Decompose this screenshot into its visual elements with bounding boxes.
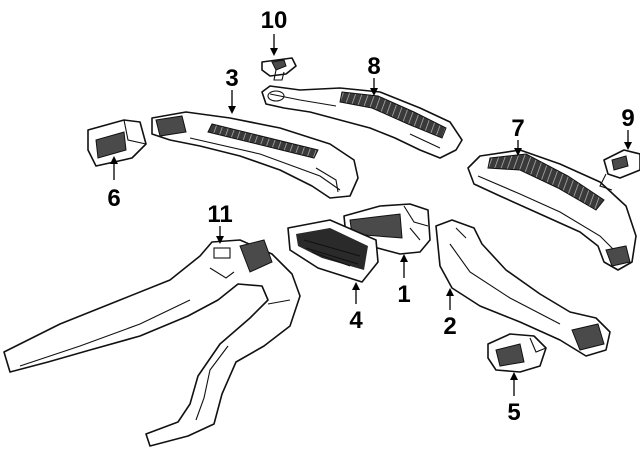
arrow-6 xyxy=(110,156,118,164)
part-3-upper-duct xyxy=(151,111,359,199)
part-2-lower-duct xyxy=(435,219,611,357)
callout-8: 8 xyxy=(367,53,380,80)
part-7-upper-duct xyxy=(467,149,637,271)
part-4-center-vent xyxy=(287,219,379,283)
callout-3: 3 xyxy=(225,65,238,92)
part-8-upper-duct xyxy=(261,85,463,159)
arrow-4 xyxy=(352,282,360,290)
arrow-2 xyxy=(446,288,454,296)
callout-5: 5 xyxy=(507,399,520,426)
part-9-clip xyxy=(599,149,640,191)
part-6-vent xyxy=(87,119,147,167)
arrow-1 xyxy=(400,254,408,262)
part-5-vent xyxy=(487,333,547,373)
callout-10: 10 xyxy=(261,7,288,34)
callout-6: 6 xyxy=(107,185,120,212)
arrow-9 xyxy=(624,142,632,150)
arrow-8 xyxy=(370,88,378,96)
part-11-floor-duct xyxy=(3,239,301,447)
callout-9: 9 xyxy=(621,105,634,132)
callout-labels: 10 3 8 6 7 9 11 1 4 2 5 xyxy=(107,7,634,426)
callout-2: 2 xyxy=(443,313,456,340)
arrow-5 xyxy=(510,372,518,380)
arrow-10 xyxy=(270,48,278,56)
callout-4: 4 xyxy=(349,307,363,334)
callout-1: 1 xyxy=(397,281,410,308)
part-10-clip xyxy=(261,57,297,81)
leader-lines xyxy=(110,34,632,396)
arrow-7 xyxy=(514,148,522,156)
callout-11: 11 xyxy=(207,201,232,228)
callout-7: 7 xyxy=(511,115,524,142)
arrow-11 xyxy=(216,236,224,244)
arrow-3 xyxy=(228,106,236,114)
